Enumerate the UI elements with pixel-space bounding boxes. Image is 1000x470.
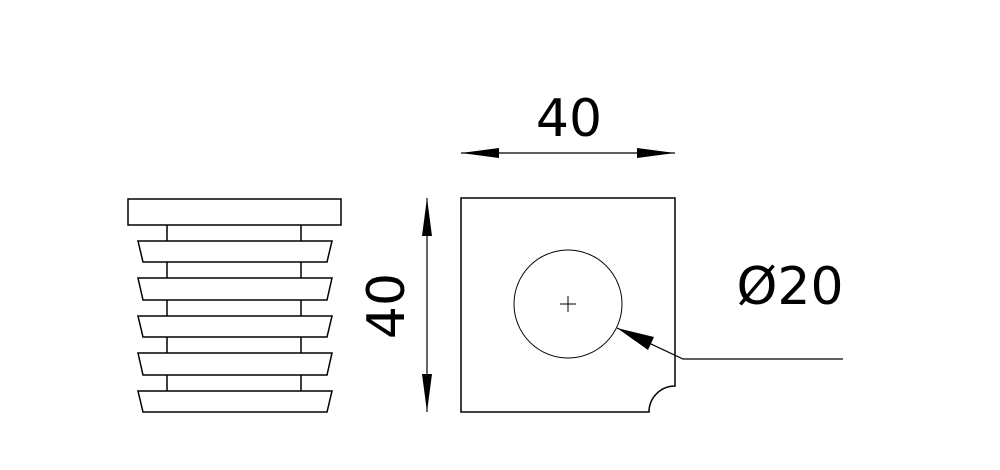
arrow-down-icon — [422, 374, 432, 412]
plug-cap — [127, 198, 342, 226]
plug-rib — [137, 315, 333, 338]
leader-arrow-icon — [617, 328, 654, 350]
arrow-up-icon — [422, 198, 432, 236]
plug-rib — [137, 352, 333, 376]
center-hole — [513, 249, 623, 359]
plug-rib — [137, 277, 333, 301]
plug-top-view-outline — [460, 197, 676, 413]
arrow-left-icon — [461, 148, 499, 158]
top-dimension-label: 40 — [536, 89, 602, 149]
plug-rib — [137, 390, 333, 413]
side-dimension-label: 40 — [357, 273, 417, 339]
diameter-label: Ø20 — [736, 257, 843, 317]
plug-side-view — [127, 198, 342, 413]
center-mark-icon — [560, 296, 576, 312]
plug-rib — [137, 240, 333, 263]
arrow-right-icon — [637, 148, 675, 158]
